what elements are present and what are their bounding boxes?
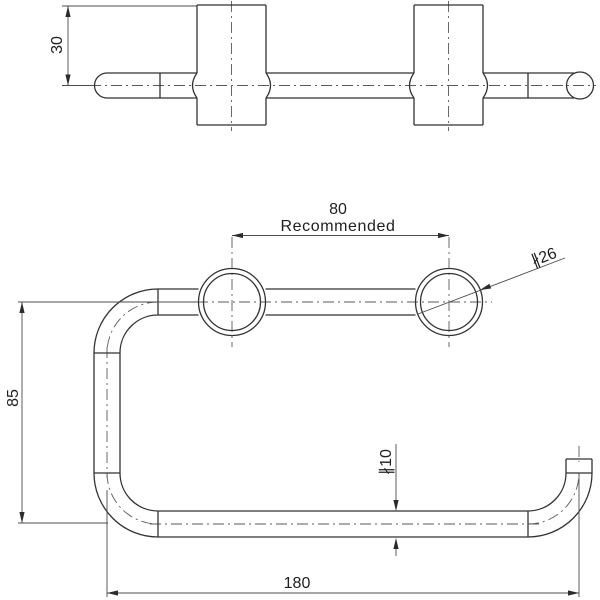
- dim-mounting-centres-note: Recommended: [280, 218, 395, 235]
- dim-post-height-arrow-up: [65, 6, 71, 17]
- flange-right-inner: [419, 272, 479, 332]
- dim-rail-diameter-arrow-up: [393, 538, 399, 549]
- dim-mounting-centres-label: 80: [329, 201, 347, 218]
- dim-mounting-centres-arrow-right: [438, 232, 449, 239]
- dim-post-height: 30: [49, 5, 197, 86]
- flange-right-outer: [414, 267, 484, 337]
- rail-outline: [93, 288, 593, 538]
- dim-overall-width: 180: [106, 473, 580, 597]
- dim-mounting-centres: 80 Recommended: [232, 201, 449, 239]
- dim-overall-drop-label: 85: [5, 389, 22, 407]
- dim-overall-width-arrow-right: [568, 590, 579, 596]
- dim-overall-drop-lines: [18, 301, 197, 524]
- front-view: 80 Recommended ∦26 85 ∦10 180: [5, 201, 593, 597]
- bar-end-circle: [565, 71, 595, 100]
- front-view-centerlines: [106, 237, 580, 525]
- wall-bar-outline: [93, 72, 574, 99]
- dim-post-height-label: 30: [49, 36, 66, 54]
- dim-overall-width-label: 180: [284, 575, 311, 592]
- mounting-post-right: [408, 4, 489, 126]
- dim-post-height-lines: [62, 5, 197, 86]
- dim-post-height-arrow-down: [65, 74, 71, 86]
- dim-rail-diameter-arrow-down: [393, 500, 399, 511]
- dim-rail-diameter-label: ∦10: [378, 449, 395, 475]
- top-view-centerlines: [90, 1, 596, 131]
- dim-flange-diameter: ∦26: [417, 245, 566, 315]
- dim-overall-width-arrow-left: [107, 590, 118, 596]
- dim-flange-diameter-leader: [417, 257, 566, 315]
- dim-overall-drop: 85: [5, 301, 197, 524]
- dim-flange-diameter-arrow: [480, 283, 492, 290]
- dim-overall-width-lines: [106, 473, 580, 597]
- dim-mounting-centres-arrow-left: [232, 232, 243, 239]
- top-view: 30: [49, 1, 596, 131]
- dim-rail-diameter: ∦10: [378, 444, 399, 556]
- flange-left-inner: [202, 272, 262, 332]
- dim-flange-diameter-label: ∦26: [529, 245, 559, 270]
- flange-left-outer: [197, 267, 267, 337]
- mounting-post-left: [191, 4, 272, 126]
- dim-overall-drop-arrow-up: [19, 302, 25, 313]
- dim-overall-drop-arrow-down: [19, 512, 25, 523]
